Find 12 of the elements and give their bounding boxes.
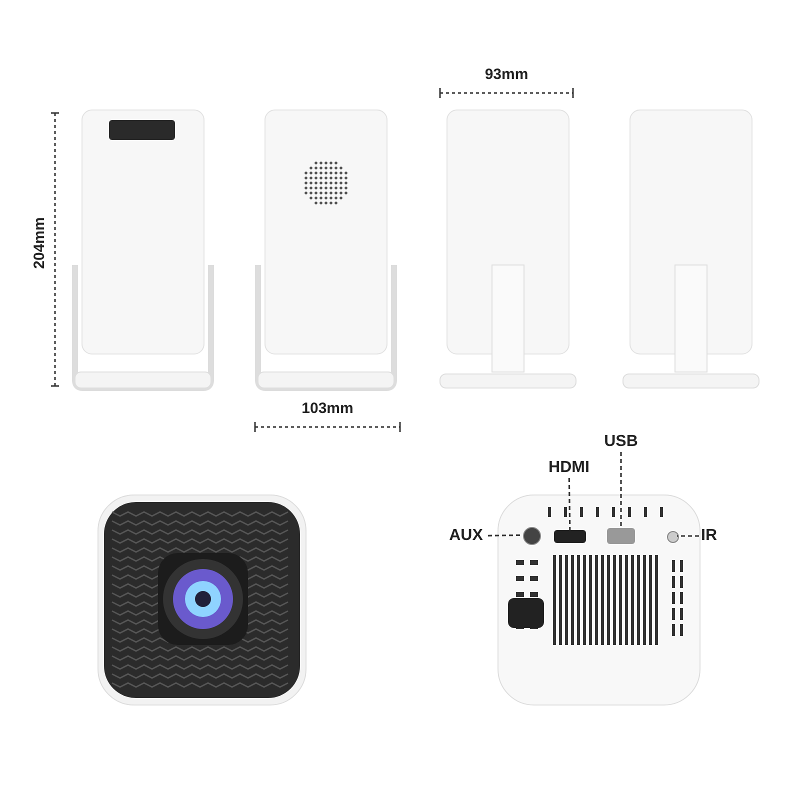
port	[607, 528, 635, 544]
dimension-label: 103mm	[300, 398, 354, 418]
port	[554, 530, 586, 543]
port-label: IR	[699, 526, 719, 546]
port-label: HDMI	[547, 458, 591, 478]
dimension-label: 204mm	[30, 216, 48, 271]
port-label: USB	[603, 432, 639, 452]
leader-line	[620, 452, 622, 528]
leader-line	[568, 478, 571, 530]
dimension-label: 93mm	[484, 64, 530, 84]
port-label: AUX	[444, 526, 488, 546]
leader-line	[677, 535, 699, 537]
